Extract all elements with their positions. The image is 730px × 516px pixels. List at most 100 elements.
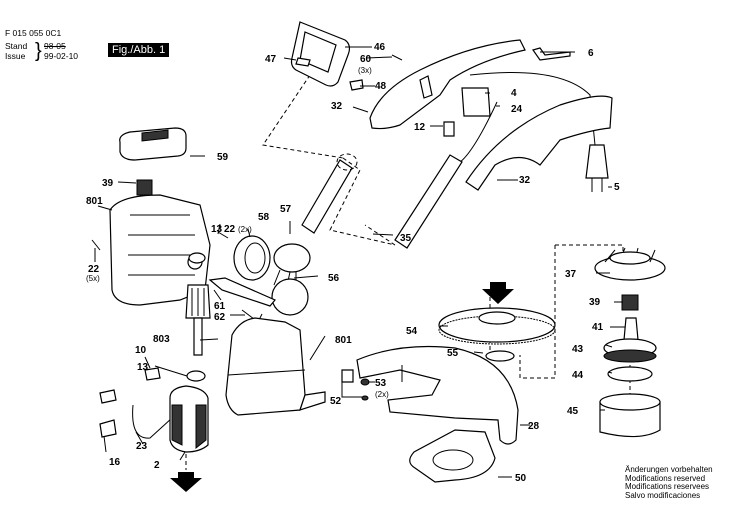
figure-label: Fig./Abb. 1 — [108, 43, 170, 57]
part-13-bearing-bottom — [186, 370, 206, 382]
part-48-clamp — [349, 79, 364, 91]
callout-801-bottom: 801 — [335, 335, 352, 346]
part-10-carbon-brush — [144, 367, 161, 381]
assembly-detail-circle — [336, 153, 358, 171]
callout-801-top: 801 — [86, 196, 103, 207]
part-803-armature — [185, 284, 211, 356]
brace: } — [35, 40, 42, 62]
part-5-plug — [585, 144, 609, 192]
callout-12: 12 — [414, 122, 426, 133]
callout-leaders — [94, 46, 625, 478]
callout-23: 23 — [136, 441, 148, 452]
issue-label: Issue — [5, 51, 26, 61]
part-43-spool — [603, 338, 657, 363]
callout-59: 59 — [217, 152, 229, 163]
part-54-spool-cap — [438, 307, 556, 345]
part-61-lever — [208, 277, 276, 307]
callout-53-quantity: (2x) — [375, 390, 389, 399]
part-13-bearing-top — [188, 252, 206, 264]
part-59-cover — [119, 127, 187, 161]
callout-28: 28 — [528, 421, 540, 432]
assembly-guide-line — [519, 244, 624, 379]
part-44-spool-ring — [607, 366, 653, 382]
callout-47: 47 — [265, 54, 277, 65]
stand-label: Stand — [5, 41, 28, 51]
callout-46: 46 — [374, 42, 386, 53]
callout-803: 803 — [153, 334, 170, 345]
issue-date: 99-02-10 — [44, 51, 79, 61]
callout-53: 53 — [375, 378, 387, 389]
drive-tube — [301, 159, 353, 234]
part-37-spool-housing — [594, 247, 666, 281]
callout-39-left: 39 — [102, 178, 114, 189]
callout-5: 5 — [614, 182, 620, 193]
part-22-screw — [217, 231, 229, 239]
part-16-brush-spring — [99, 419, 117, 438]
callout-22-right: 22 — [224, 224, 236, 235]
leader-line — [341, 382, 362, 398]
note-line-en: Modifications reserved — [625, 473, 706, 483]
callout-37: 37 — [565, 269, 577, 280]
modifications-note: Änderungen vorbehalten Modifications res… — [625, 465, 713, 501]
callout-22-right-quantity: (2x) — [238, 225, 252, 234]
part-50-deflector — [409, 429, 496, 483]
callout-32-lower: 32 — [519, 175, 531, 186]
callout-60-quantity: (3x) — [358, 66, 372, 75]
callout-50: 50 — [515, 473, 527, 484]
part-39-spring — [136, 179, 153, 196]
assembly-guide-line — [262, 74, 396, 246]
part-6-cable-clamp — [532, 47, 571, 61]
part-60-screw — [391, 54, 403, 61]
callout-54: 54 — [406, 326, 418, 337]
down-arrow-icon — [482, 282, 514, 304]
part-28-guard — [356, 345, 519, 445]
callout-55: 55 — [447, 348, 459, 359]
callout-56: 56 — [328, 273, 340, 284]
part-801-housing-left — [109, 194, 211, 306]
callout-43: 43 — [572, 344, 584, 355]
part-52-clip — [341, 369, 354, 383]
document-number: F 015 055 0C1 — [5, 28, 62, 38]
callout-10: 10 — [135, 345, 147, 356]
nut — [360, 378, 370, 386]
note-line-de: Änderungen vorbehalten — [625, 465, 713, 474]
part-801-housing-right — [225, 317, 326, 416]
note-line-fr: Modifications reservees — [625, 482, 710, 492]
callout-4: 4 — [511, 88, 517, 99]
part-41-spindle — [623, 317, 639, 341]
callout-58: 58 — [258, 212, 270, 223]
part-4-switch — [461, 87, 491, 117]
callout-16: 16 — [109, 457, 121, 468]
part-57-brush-holder — [273, 243, 311, 291]
part-56-cap — [271, 278, 309, 316]
callout-41: 41 — [592, 322, 604, 333]
callout-61: 61 — [214, 301, 226, 312]
part-45-spool-cup — [599, 393, 661, 438]
callout-39-right: 39 — [589, 297, 601, 308]
callout-22-left: 22 — [88, 264, 100, 275]
callout-45: 45 — [567, 406, 579, 417]
callout-48: 48 — [375, 81, 387, 92]
stand-value-struck: 98-05 — [44, 41, 66, 51]
down-arrow-icon — [170, 472, 202, 492]
power-cable — [469, 72, 596, 146]
part-2-field-coil — [169, 385, 209, 453]
callout-6: 6 — [588, 48, 594, 59]
part-23-wire — [132, 404, 173, 439]
part-46-handle-grip — [290, 21, 351, 87]
callout-44: 44 — [572, 370, 584, 381]
part-32-lower-handle — [465, 95, 613, 191]
part-55-retainer — [485, 350, 515, 362]
part-12-connector — [443, 121, 455, 137]
callout-22-left-quantity: (5x) — [86, 274, 100, 283]
callout-60: 60 — [360, 54, 372, 65]
callout-32-upper: 32 — [331, 101, 343, 112]
callout-2: 2 — [154, 460, 160, 471]
callout-62: 62 — [214, 312, 226, 323]
carbon-brush — [99, 389, 117, 404]
part-22-screw — [91, 239, 101, 251]
callout-35: 35 — [400, 233, 412, 244]
callout-57: 57 — [280, 204, 292, 215]
